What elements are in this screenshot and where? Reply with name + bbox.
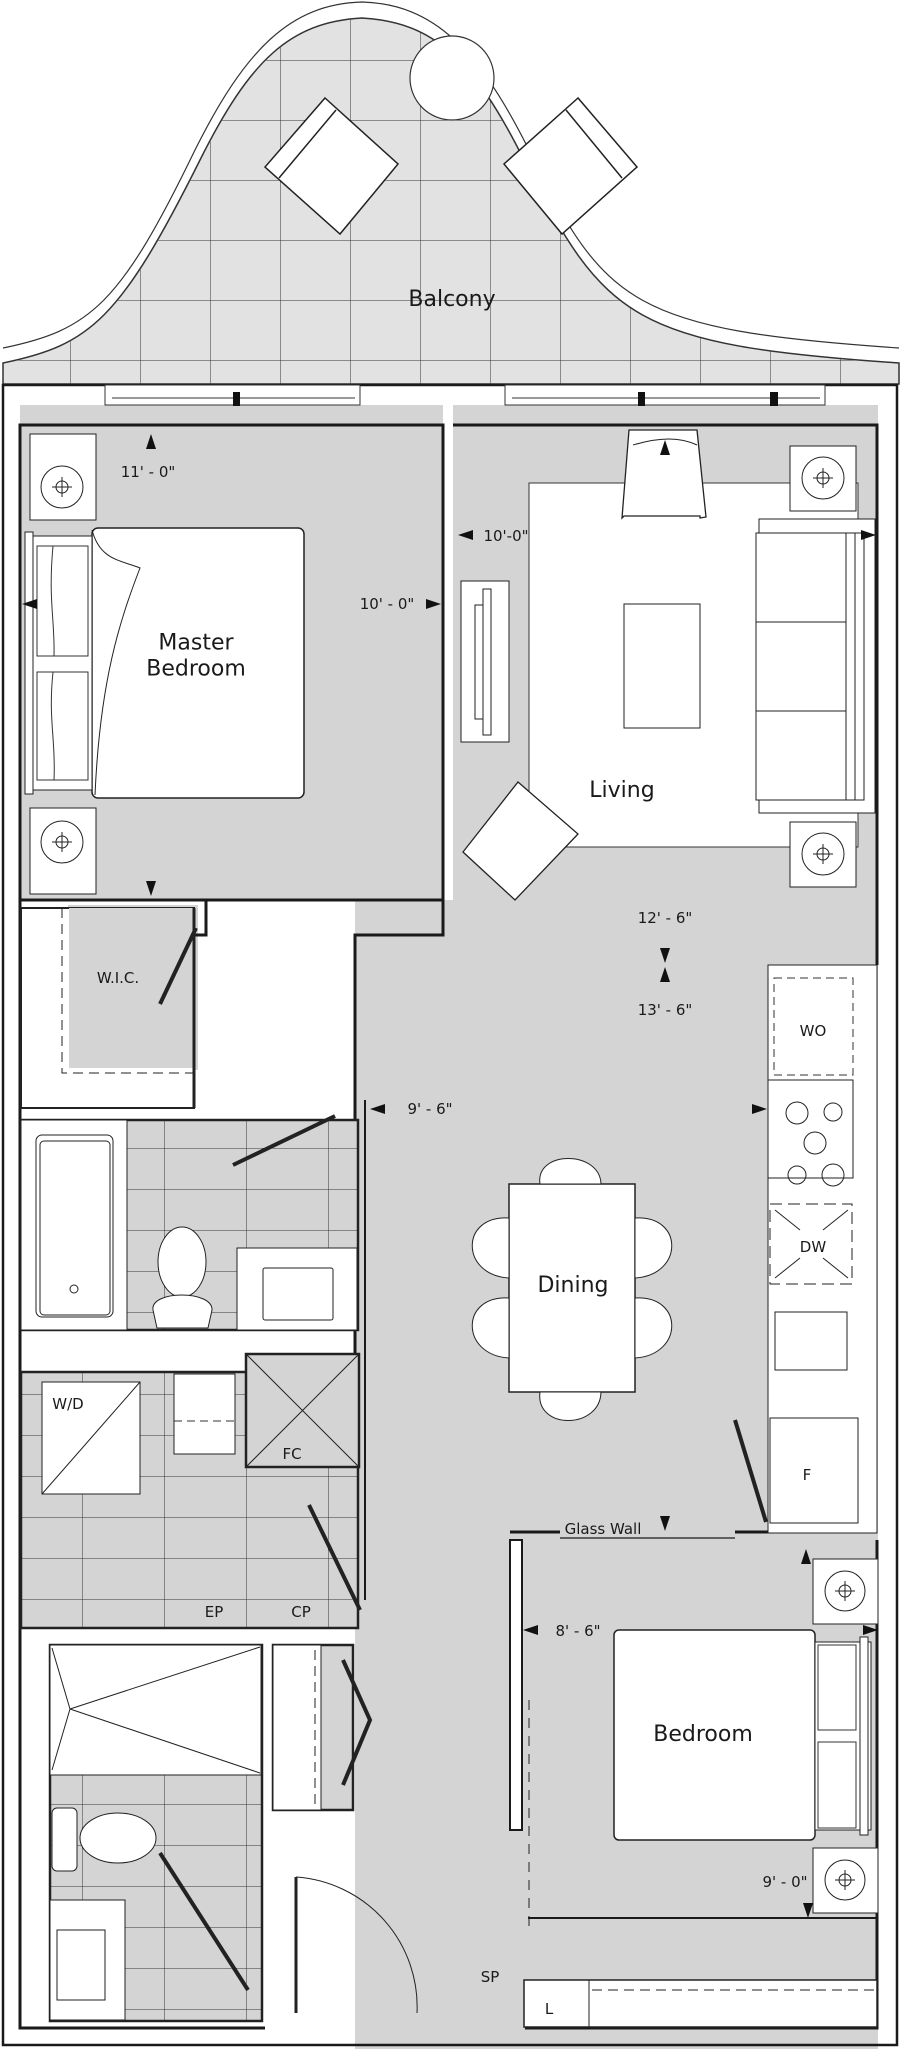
- glass-wall-label: Glass Wall: [564, 1520, 642, 1538]
- dim-hall-width: 9' - 6": [407, 1100, 453, 1118]
- tv-console-icon: [460, 580, 510, 743]
- fixture-linen: L: [544, 2000, 554, 2018]
- sofa-icon: [755, 518, 876, 814]
- nightstand-top-icon: [29, 433, 97, 521]
- room-label-bedroom: Bedroom: [653, 1721, 753, 1747]
- laundry-area: [19, 1352, 362, 1630]
- fixture-fan-coil: FC: [282, 1445, 302, 1463]
- main-bathroom: [19, 1114, 360, 1332]
- ensuite-bathroom: [48, 1643, 264, 2023]
- side-table-bottom-icon: [789, 821, 857, 888]
- windows: [104, 384, 826, 406]
- dim-dining-depth: 13' - 6": [637, 1001, 693, 1019]
- coffee-table: [623, 603, 701, 729]
- linen-closet: [523, 1979, 878, 2028]
- balcony: [2, 1, 900, 385]
- second-bed: [613, 1629, 872, 1841]
- fixture-washer-dryer: W/D: [52, 1395, 84, 1413]
- room-label-balcony: Balcony: [408, 286, 496, 312]
- room-label-wic: W.I.C.: [96, 969, 140, 987]
- hall-closet: [271, 1643, 373, 1812]
- kitchen: [733, 964, 878, 1534]
- master-bed: [24, 527, 305, 799]
- room-label-dining: Dining: [537, 1272, 609, 1298]
- side-table-top-icon: [789, 445, 857, 512]
- armchair-corner-icon: [462, 781, 579, 901]
- fixture-electrical-panel: EP: [204, 1603, 224, 1621]
- balcony-chair-left-icon: [263, 96, 400, 236]
- fixture-fridge: F: [802, 1466, 812, 1484]
- fixture-comm-panel: CP: [291, 1603, 311, 1621]
- dimension-arrows: [22, 434, 878, 1918]
- walk-in-closet: [20, 907, 198, 1109]
- balcony-chair-right-icon: [502, 96, 639, 236]
- dim-master-depth: 11' - 0": [120, 463, 176, 481]
- entry-door[interactable]: [294, 1876, 418, 2014]
- fixture-wall-oven: WO: [799, 1022, 827, 1040]
- dim-master-width: 10' - 0": [359, 595, 415, 613]
- room-label-living: Living: [589, 777, 655, 803]
- nightstand-bottom-icon: [29, 807, 97, 895]
- dim-bedroom-depth: 9' - 0": [762, 1873, 808, 1891]
- fixture-dishwasher: DW: [799, 1238, 827, 1256]
- armchair-top-icon: [621, 429, 707, 520]
- bedroom-nightstand-top-icon: [812, 1558, 879, 1625]
- fixture-sprinkler-panel: SP: [480, 1968, 500, 1986]
- dim-bedroom-width: 8' - 6": [555, 1622, 601, 1640]
- dim-living-width: 10'-0": [483, 527, 529, 545]
- bedroom-nightstand-bottom-icon: [812, 1847, 879, 1914]
- dim-living-depth: 12' - 6": [637, 909, 693, 927]
- dining-table: [471, 1158, 673, 1421]
